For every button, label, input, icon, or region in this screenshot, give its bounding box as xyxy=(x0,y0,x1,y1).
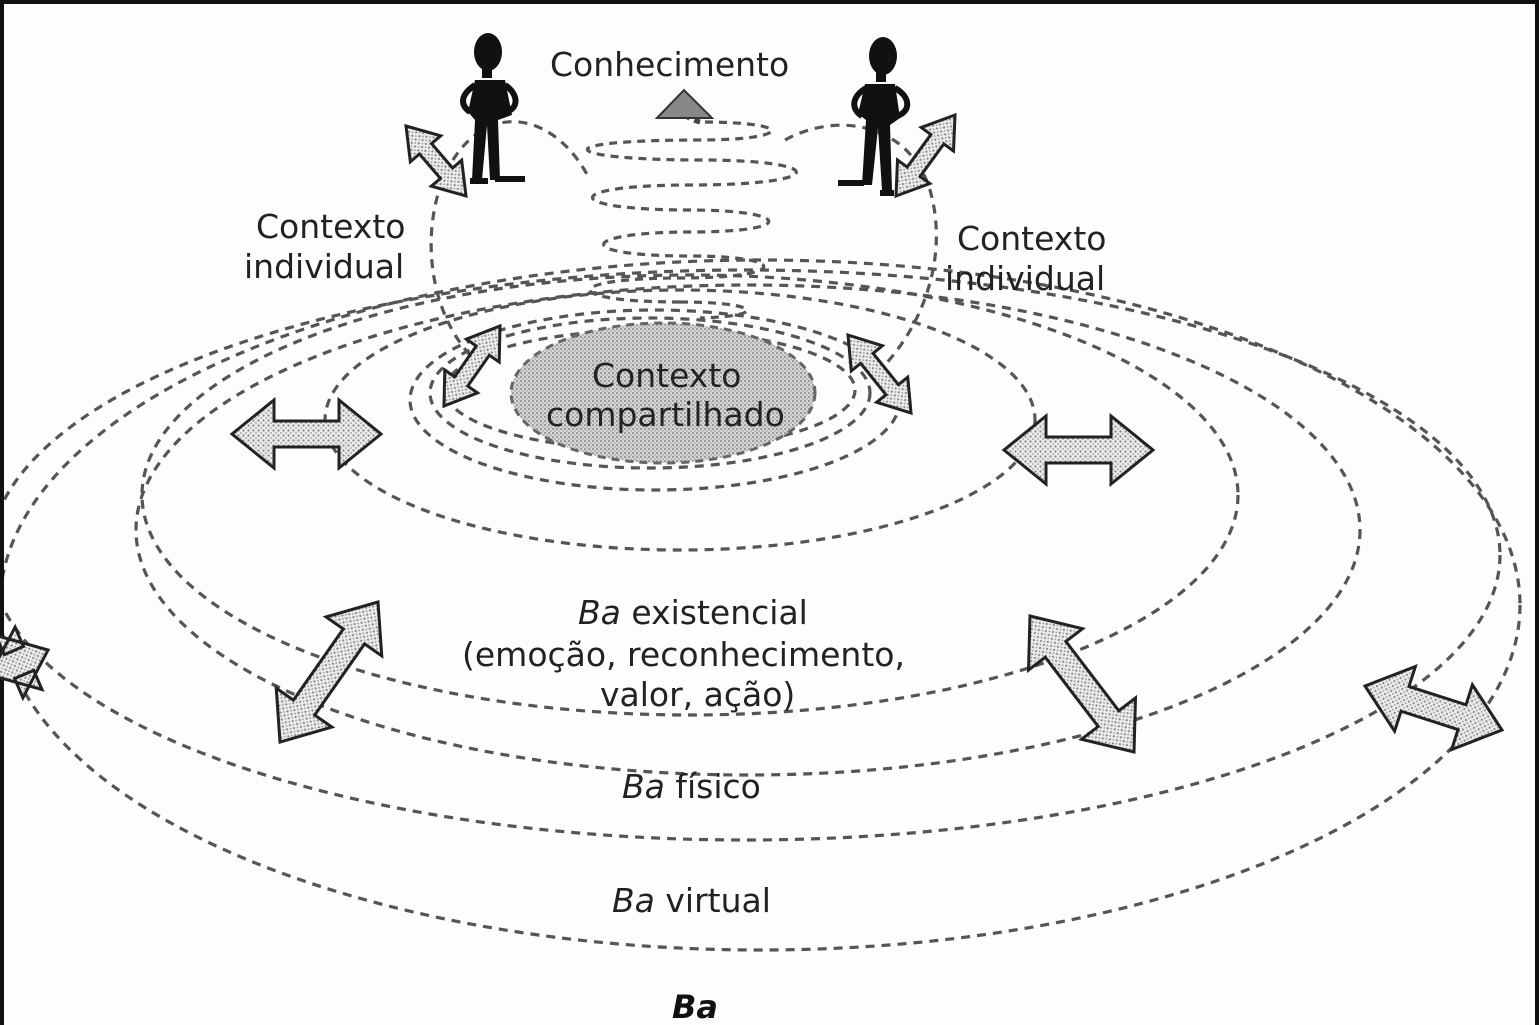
context-ring-2 xyxy=(428,316,872,470)
arrow-virtual-right-icon xyxy=(1362,663,1505,753)
arrow-right-person-icon xyxy=(894,112,957,199)
arrow-physical-right-icon xyxy=(1026,614,1138,754)
arrow-existential-right-icon xyxy=(1001,412,1156,488)
ba-existential-ring xyxy=(140,273,1240,717)
shared-context-label-line2: compartilhado xyxy=(546,395,785,434)
knowledge-arrow-head xyxy=(654,88,715,119)
arrow-shared-left-icon xyxy=(442,323,502,409)
existential-ba-detail-line2: (emoção, reconhecimento, xyxy=(462,635,905,674)
right-person-icon xyxy=(838,37,911,196)
ba-virtual-ring-outer xyxy=(4,258,1522,952)
ba-physical-ring xyxy=(134,283,1362,777)
ba-virtual-ring xyxy=(4,268,1502,842)
left-individual-context-loop xyxy=(429,120,592,357)
left-context-label-line1: Contexto xyxy=(256,207,405,246)
left-context-label-line2: individual xyxy=(244,247,404,286)
shared-context-label-line1: Contexto xyxy=(592,356,741,395)
right-context-label-line2: individual xyxy=(945,259,1105,298)
right-context-label-line1: Contexto xyxy=(957,219,1106,258)
arrow-physical-left-icon xyxy=(274,600,384,744)
existential-ba-detail-line3: valor, ação) xyxy=(600,675,795,714)
arrow-virtual-left-icon xyxy=(0,623,51,702)
left-person-icon xyxy=(460,33,525,184)
virtual-ba-label: Ba virtual xyxy=(612,881,771,920)
shared-context-area xyxy=(509,321,817,465)
arrow-shared-right-icon xyxy=(846,332,913,416)
knowledge-label: Conhecimento xyxy=(550,45,789,84)
arrow-existential-left-icon xyxy=(229,396,384,472)
context-ring-1 xyxy=(443,328,857,452)
physical-ba-label: Ba físico xyxy=(622,767,761,806)
existential-ba-label: Ba existencial xyxy=(578,593,808,632)
knowledge-spiral xyxy=(585,120,798,320)
ba-title: Ba xyxy=(672,988,718,1025)
arrow-left-person-icon xyxy=(404,123,468,199)
right-individual-context-loop xyxy=(784,123,938,372)
